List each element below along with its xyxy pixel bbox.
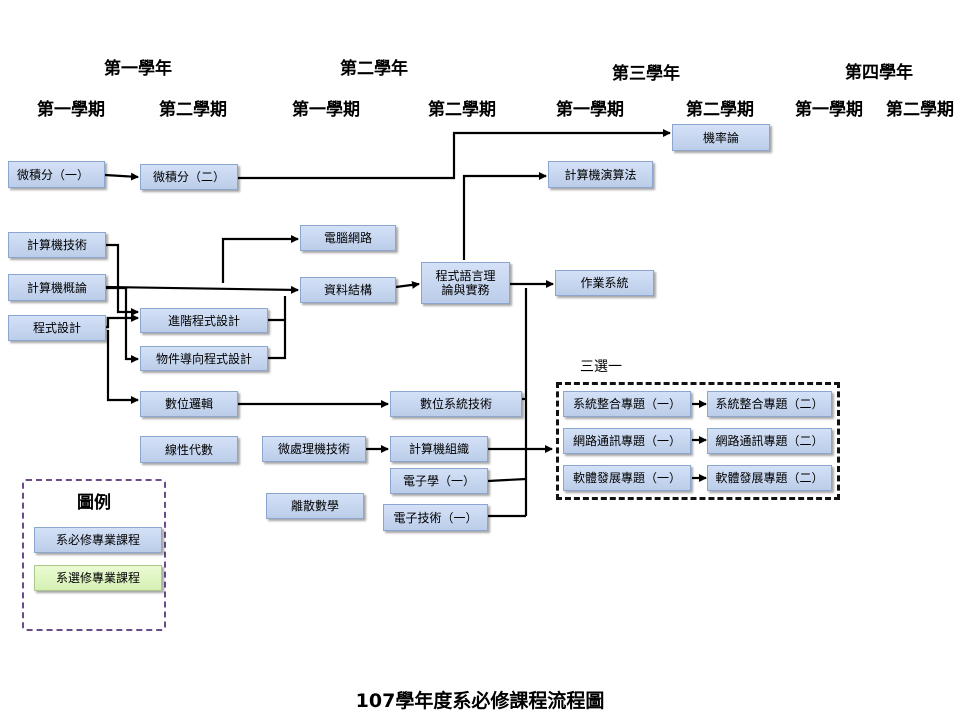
year-1-header: 第一學年: [104, 59, 172, 79]
course-advanced-programming[interactable]: 進階程式設計: [140, 308, 268, 333]
course-software-dev-1[interactable]: 軟體發展專題（一）: [563, 465, 691, 491]
course-system-integration-2[interactable]: 系統整合專題（二）: [707, 391, 832, 417]
course-digital-systems[interactable]: 數位系統技術: [390, 391, 522, 417]
legend-elective-swatch: 系選修專業課程: [34, 565, 162, 591]
semester-header: 第二學期: [428, 100, 496, 120]
page-title: 107學年度系必修課程流程圖: [355, 690, 605, 712]
year-4-header: 第四學年: [845, 63, 913, 83]
semester-header: 第一學期: [37, 100, 105, 120]
legend-required-swatch: 系必修專業課程: [34, 527, 162, 553]
course-discrete-math[interactable]: 離散數學: [266, 493, 364, 519]
arrow-comptech-to-advprog: [106, 243, 139, 316]
arrow-programming-to-digital-logic: [106, 330, 139, 404]
course-data-structures[interactable]: 資料結構: [300, 277, 396, 303]
semester-header: 第一學期: [292, 100, 360, 120]
arrow-compintro-to-oop: [106, 286, 139, 363]
arrow-calc1-to-calc2: [104, 172, 139, 181]
semester-header: 第二學期: [686, 100, 754, 120]
course-electronics-1[interactable]: 電子學（一）: [390, 468, 488, 494]
course-programming-languages[interactable]: 程式語言理 論與實務: [421, 262, 510, 304]
course-software-dev-2[interactable]: 軟體發展專題（二）: [707, 465, 832, 491]
course-linear-algebra[interactable]: 線性代數: [140, 436, 238, 463]
course-system-integration-1[interactable]: 系統整合專題（一）: [563, 391, 691, 417]
semester-header: 第一學期: [556, 100, 624, 120]
arrow-calc2-to-probability: [238, 129, 671, 180]
course-network-comm-2[interactable]: 網路通訊專題（二）: [707, 428, 832, 454]
semester-header: 第二學期: [886, 100, 954, 120]
choice-group-title: 三選一: [580, 359, 622, 375]
year-2-header: 第二學年: [340, 59, 408, 79]
line-advprog-oop-merge: [268, 318, 287, 360]
semester-header: 第二學期: [159, 100, 227, 120]
arrow-to-networks: [221, 235, 299, 283]
course-networks[interactable]: 電腦網路: [300, 225, 396, 251]
course-computer-organization[interactable]: 計算機組織: [390, 436, 488, 462]
arrow-compintro-to-datastructures: [105, 285, 299, 294]
course-operating-systems[interactable]: 作業系統: [555, 270, 654, 296]
course-calculus-2[interactable]: 微積分（二）: [140, 164, 238, 190]
year-3-header: 第三學年: [612, 64, 680, 84]
arrow-datastructures-to-proglang: [395, 280, 420, 289]
arrow-programming-to-advprog: [106, 314, 139, 329]
semester-header: 第一學期: [795, 100, 863, 120]
course-network-comm-1[interactable]: 網路通訊專題（一）: [563, 428, 691, 454]
course-microprocessor[interactable]: 微處理機技術: [262, 436, 366, 462]
line-electronics-to-trunk: [487, 477, 527, 483]
course-digital-logic[interactable]: 數位邏輯: [140, 391, 238, 417]
course-algorithms[interactable]: 計算機演算法: [548, 161, 653, 188]
course-computer-intro[interactable]: 計算機概論: [8, 274, 106, 301]
course-oop[interactable]: 物件導向程式設計: [140, 346, 268, 371]
course-computer-technology[interactable]: 計算機技術: [8, 232, 106, 258]
course-calculus-1[interactable]: 微積分（一）: [8, 161, 105, 188]
choice-group-frame: [556, 382, 840, 500]
legend-frame: [22, 479, 166, 631]
course-programming[interactable]: 程式設計: [8, 315, 106, 341]
arrow-proglang-to-algorithms: [462, 172, 547, 260]
course-electronics-tech-1[interactable]: 電子技術（一）: [383, 504, 488, 531]
legend-title: 圖例: [77, 493, 111, 513]
course-probability[interactable]: 機率論: [672, 124, 770, 151]
